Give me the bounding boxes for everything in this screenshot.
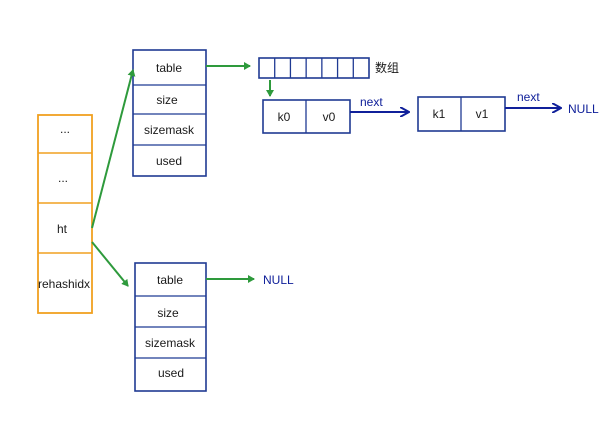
ht1-table-null-label: NULL <box>263 273 294 287</box>
entry0-value: v0 <box>323 110 336 124</box>
dict-field-rehashidx: rehashidx <box>38 277 90 291</box>
dict-field-ht: ht <box>57 222 68 236</box>
entry1-key: k1 <box>433 107 446 121</box>
dict-entry-1: k1 v1 <box>417 96 506 132</box>
array-box <box>258 57 370 79</box>
ht1-field-sizemask: sizemask <box>145 336 196 350</box>
entry1-value: v1 <box>476 107 489 121</box>
dict-field-0: ... <box>60 122 70 136</box>
next-label-1: next <box>360 95 383 109</box>
next-label-2: next <box>517 90 540 104</box>
entry0-key: k0 <box>278 110 291 124</box>
dict-entry-0: k0 v0 <box>262 99 351 134</box>
dict-field-1: ... <box>58 171 68 185</box>
dict-struct: ... ... ht rehashidx <box>37 114 93 314</box>
ht0-field-used: used <box>156 154 182 168</box>
array-label: 数组 <box>375 60 399 75</box>
hashtable-0: table size sizemask used <box>132 49 207 177</box>
ht1-field-used: used <box>158 366 184 380</box>
dict-box <box>37 114 93 314</box>
ht1-field-table: table <box>157 273 183 287</box>
hashtable-1: table size sizemask used <box>134 262 207 392</box>
array-slots <box>274 58 354 78</box>
ht1-field-size: size <box>157 306 179 320</box>
bucket-array: 数组 <box>258 57 399 79</box>
tail-null-label: NULL <box>568 102 599 116</box>
ht0-box <box>132 49 207 177</box>
ht1-pointer-arrow <box>91 241 129 287</box>
ht0-field-table: table <box>156 61 182 75</box>
ht0-field-sizemask: sizemask <box>144 123 195 137</box>
ht0-field-size: size <box>156 93 178 107</box>
ht0-pointer-arrow <box>91 69 136 229</box>
